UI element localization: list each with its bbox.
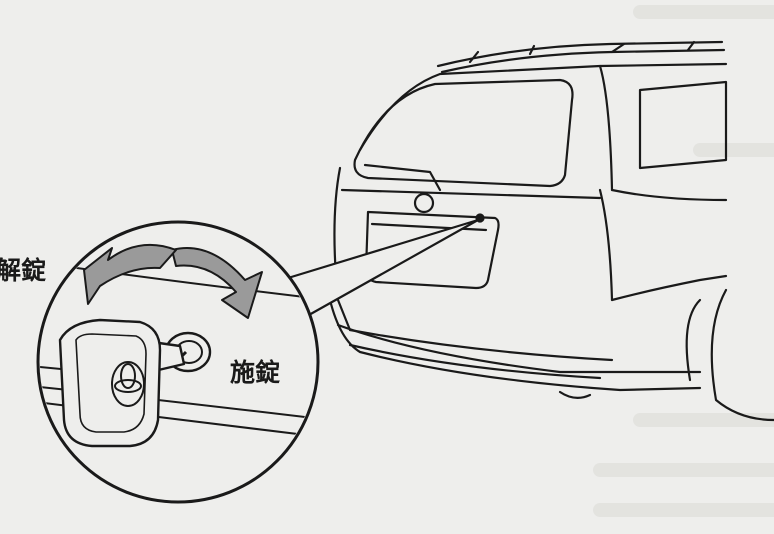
lock-label: 施錠: [230, 358, 281, 387]
rotation-arrow-icon: [83, 243, 263, 319]
car-rear: [328, 40, 774, 422]
unlock-label: 解錠: [0, 256, 47, 285]
bleed-through: [593, 5, 774, 517]
key-icon: [58, 318, 186, 448]
toyota-emblem-icon: [111, 361, 145, 407]
zoom-detail: [36, 220, 320, 504]
zoom-pointer: [286, 218, 480, 322]
